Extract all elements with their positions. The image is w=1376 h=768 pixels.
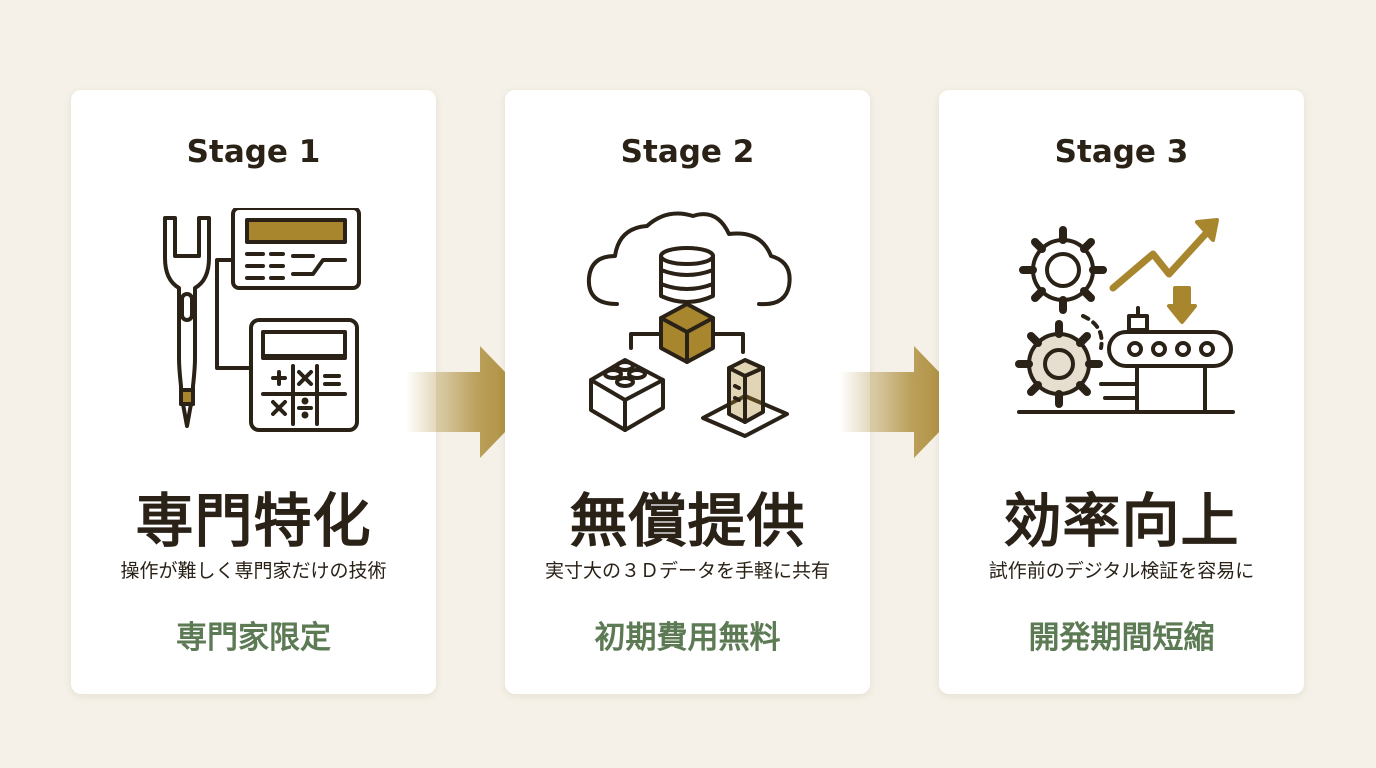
stage-1-title: 専門特化 [135,487,372,555]
stage-2-tag: 初期費用無料 [594,620,781,656]
stage-3-label: Stage 3 [1054,134,1189,170]
stage-2-label: Stage 2 [620,134,755,170]
arrow-right-icon [406,346,534,458]
stage-1-tag: 専門家限定 [176,620,331,656]
stage-3-card: Stage 3 [939,90,1304,694]
wrench-calculator-icon [163,208,361,432]
stage-3-tag: 開発期間短縮 [1028,620,1215,656]
stage-3-description: 試作前のデジタル検証を容易に [988,560,1255,582]
stage-2-card: Stage 2 無償提供 実寸大の３Ｄデータを手軽に共有 初期費用無料 [505,90,870,694]
gear-conveyor-growth-icon [1015,218,1235,414]
stage-2-title: 無償提供 [569,487,806,555]
stage-1-label: Stage 1 [186,134,321,170]
stage-1-card: Stage 1 専門特化 操作が難しく専門家だけの技術 専門家限定 [71,90,436,694]
stage-2-description: 実寸大の３Ｄデータを手軽に共有 [544,560,830,582]
cloud-data-blocks-icon [586,211,792,438]
arrow-right-icon [840,346,968,458]
stage-3-title: 効率向上 [1003,487,1240,555]
stage-1-description: 操作が難しく専門家だけの技術 [120,560,387,582]
